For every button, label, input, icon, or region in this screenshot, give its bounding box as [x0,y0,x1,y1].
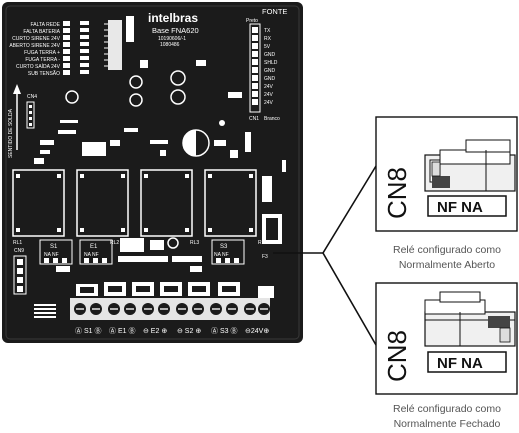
terminal-label: Ⓐ S3 Ⓑ [211,327,237,335]
selector-name: E1 [90,244,98,250]
nf-na-label-top: NF NA [437,199,483,216]
cn9-label: CN9 [14,248,24,254]
status-label: ABERTO SIRENE 24V [9,43,60,49]
board-code-2: 1080486 [160,42,180,48]
status-label: FALTA REDE [30,22,60,28]
terminal-label: ⊖24V⊕ [245,328,269,335]
status-label: CURTO SAÍDA 24V [16,63,61,70]
cn1-label: CN1 [249,116,259,122]
selector-options: NA NF [214,252,229,258]
branco-label: Branco [264,116,280,122]
relay-label: RL2 [110,240,119,246]
relay-label: RL3 [190,240,199,246]
terminal-label: Ⓐ S1 Ⓑ [75,327,101,335]
status-leds: FALTA REDE FALTA BATERIA CURTO SIRENE 24… [9,21,89,77]
connector-pin-labels: TX RX 5V GND SHLD GND GND 24V 24V 24V [264,28,278,106]
terminal-label: ⊖ E2 ⊕ [143,328,167,335]
status-label: FUGA TERRA + [24,50,60,56]
f3-label: F3 [262,254,268,260]
status-label: CURTO SIRENE 24V [12,36,61,42]
status-label: SUB TENSÃO [28,70,60,77]
pin-label: 24V [264,84,274,90]
pin-label: 24V [264,92,274,98]
caption-top-line1: Relé configurado como [393,244,501,256]
pin-label: SHLD [264,60,278,66]
pin-label: TX [264,28,271,34]
pin-label: GND [264,68,276,74]
preto-label: Preto [246,18,258,24]
board-model: Base FNA620 [152,26,199,35]
nf-na-label-bottom: NF NA [437,355,483,372]
terminal-labels: Ⓐ S1 Ⓑ Ⓐ E1 Ⓑ ⊖ E2 ⊕ ⊖ S2 ⊕ Ⓐ S3 Ⓑ ⊖24V⊕ [75,327,269,335]
pin-label: GND [264,76,276,82]
status-label: FUGA TERRA - [25,57,60,63]
solder-direction-label: SENTIDO DE SOLDA [8,108,14,158]
selector-name: S1 [50,244,58,250]
pin-label: 5V [264,44,271,50]
terminal-label: ⊖ S2 ⊕ [177,328,201,335]
pcb-board: FALTA REDE FALTA BATERIA CURTO SIRENE 24… [2,2,303,343]
callout-lines [273,165,377,346]
fonte-label: FONTE [262,7,287,16]
pin-label: 24V [264,100,274,106]
board-code-1: 1019060­6/-1 [158,36,186,42]
caption-bottom-line2: Normalmente Fechado [394,418,501,430]
detail-normally-open: CN8 NF NA Relé configurado como Normalme… [375,116,518,271]
pin-label: GND [264,52,276,58]
terminal-label: Ⓐ E1 Ⓑ [109,327,135,335]
status-label: FALTA BATERIA [23,29,60,35]
caption-top-line2: Normalmente Aberto [399,259,495,271]
jumper-selectors: S1 NA NF E1 NA NF S3 NA NF [39,239,245,265]
detail-normally-closed: CN8 NF NA Relé configurado como Normalme… [375,282,518,430]
cn8-label-top: CN8 [382,167,412,219]
selector-options: NA NF [84,252,99,258]
caption-bottom-line1: Relé configurado como [393,403,501,415]
cn4-label: CN4 [27,94,37,100]
relay-label: RL1 [13,240,22,246]
selector-name: S3 [220,244,228,250]
brand-logo-text: intelbras [148,11,198,25]
pin-label: RX [264,36,272,42]
selector-options: NA NF [44,252,59,258]
relays: RL1 RL2 RL3 RL4 [12,169,267,246]
cn8-label-bottom: CN8 [382,330,412,382]
